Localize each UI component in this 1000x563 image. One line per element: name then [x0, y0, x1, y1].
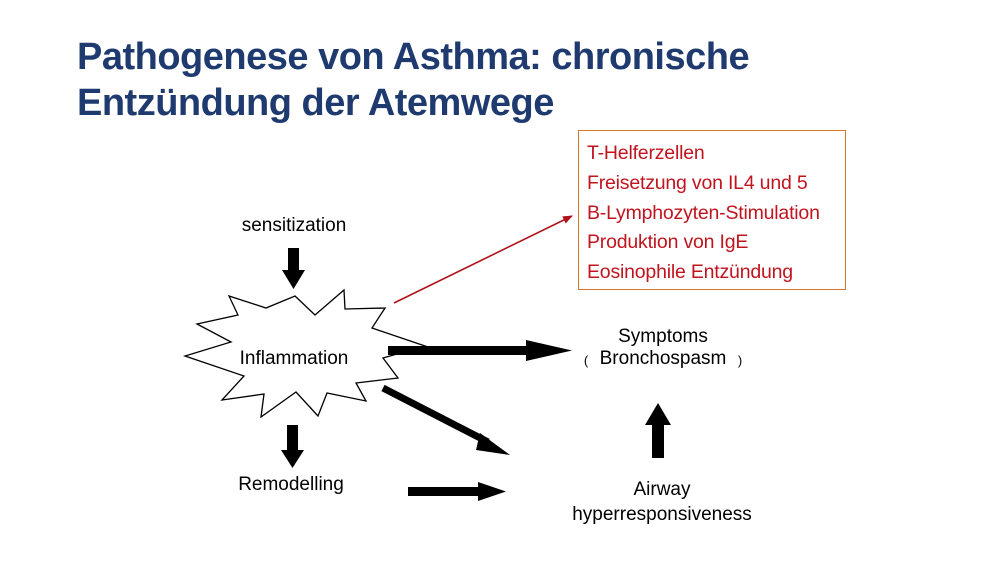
- symptoms-label: Symptoms: [618, 326, 708, 347]
- bronchospasm-open-bracket: (: [584, 353, 589, 368]
- arrow-sensitization-to-inflammation: [282, 248, 305, 289]
- slide-title-line-1: Pathogenese von Asthma: chronische: [77, 36, 750, 78]
- info-item-b-cell-stimulation: B-Lymphozyten-Stimulation: [587, 201, 820, 224]
- arrow-airway-to-symptoms: [645, 403, 671, 458]
- sensitization-label: sensitization: [242, 215, 347, 236]
- inflammation-label: Inflammation: [240, 348, 349, 369]
- arrow-remodelling-to-airway: [408, 482, 506, 501]
- info-item-t-helper-cells: T-Helferzellen: [587, 142, 705, 164]
- hyperresponsiveness-label: hyperresponsiveness: [572, 504, 752, 525]
- bronchospasm-close-bracket: ): [738, 353, 742, 368]
- slide-title: Pathogenese von Asthma: chronische Entzü…: [77, 34, 837, 126]
- info-item-eosinophilic-inflammation: Eosinophile Entzündung: [587, 261, 793, 284]
- inflammation-starburst-shape: [182, 288, 428, 419]
- info-item-ige-production: Produktion von IgE: [587, 231, 749, 254]
- bronchospasm-label: Bronchospasm: [600, 348, 727, 369]
- remodelling-label: Remodelling: [238, 474, 344, 495]
- arrow-inflammation-to-airway: [381, 384, 510, 455]
- slide-title-line-2: Entzündung der Atemwege: [77, 82, 554, 124]
- info-item-il4-il5-release: Freisetzung von IL4 und 5: [587, 171, 808, 194]
- inflammation-to-infobox-link-arrow: [393, 215, 573, 304]
- airway-label: Airway: [633, 479, 691, 500]
- mechanism-info-box: T-Helferzellen Freisetzung von IL4 und 5…: [578, 130, 846, 290]
- arrow-inflammation-to-remodelling: [281, 425, 304, 468]
- arrow-inflammation-to-symptoms: [388, 340, 572, 361]
